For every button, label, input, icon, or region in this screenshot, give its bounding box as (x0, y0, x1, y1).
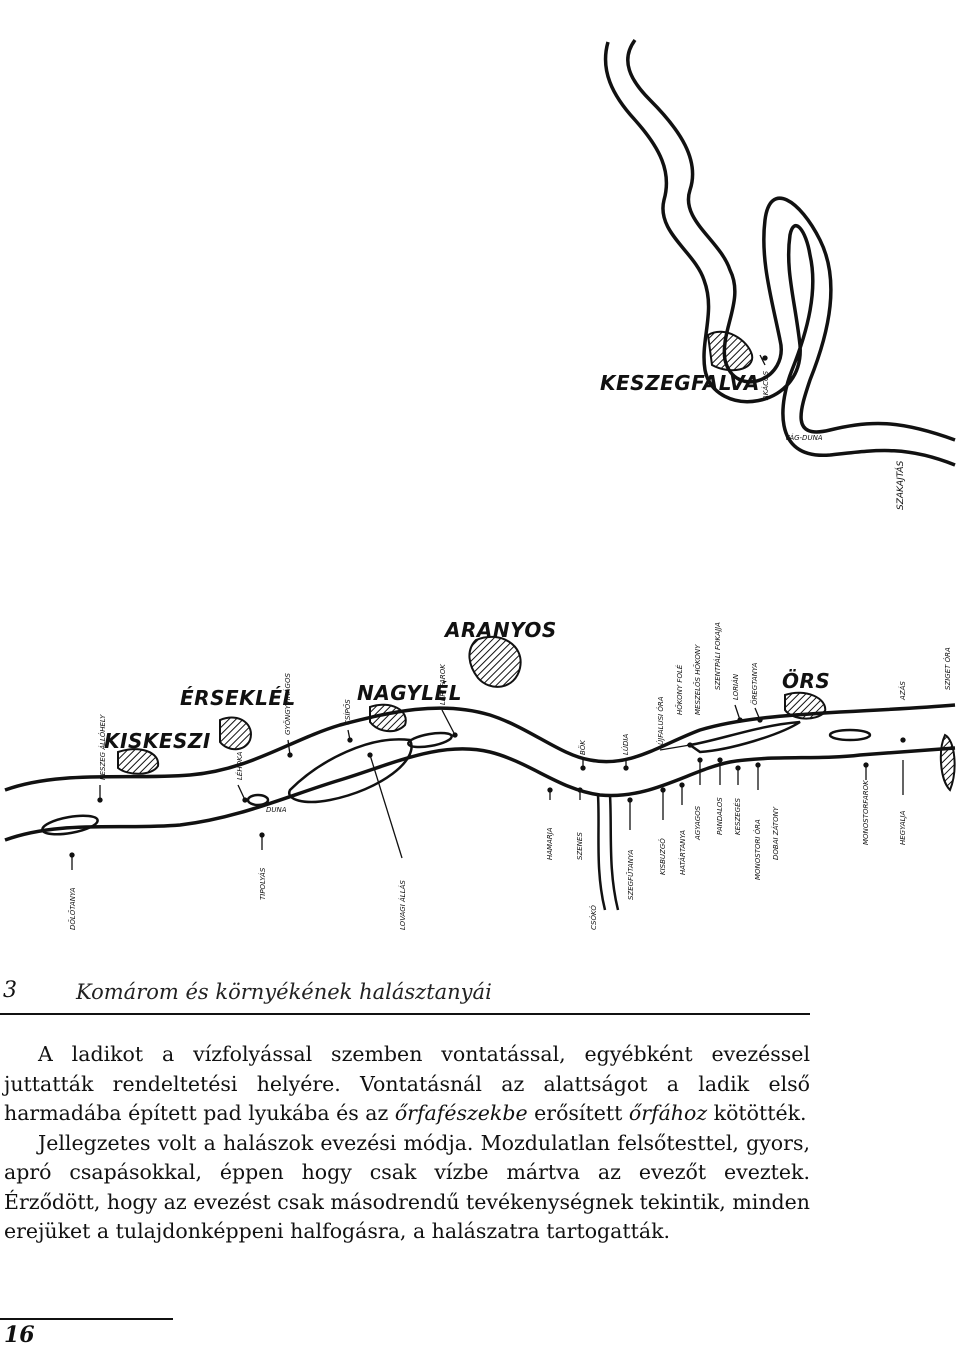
spot-szenes: SZENES (576, 832, 584, 860)
vag-duna-river (603, 38, 956, 467)
spot-csipos: CSÍPŐS (343, 699, 352, 725)
spot-labels: AKÁCOS SZAKAJTÁS KESZEG ÁLLÓHELY DŐLŐTAN… (68, 370, 952, 930)
spot-monostori-ora: MONOSTORI ÓRA (753, 819, 762, 880)
body-text: A ladikot a vízfolyással szemben vontatá… (4, 1040, 810, 1247)
spot-kisbuzgo: KISBUZGÓ (658, 838, 667, 875)
figure-title: Komárom és környékének halásztanyái (76, 980, 492, 1004)
label-kiskeszi: KISKESZI (104, 729, 211, 753)
spot-csoko: CSÓKÓ (589, 905, 598, 930)
spot-hatartanya: HATÁRTANYA (678, 830, 687, 875)
spot-ludia: LÚDIA (621, 734, 630, 755)
pointer-lines (69, 354, 906, 870)
spot-szakajtas: SZAKAJTÁS (894, 460, 906, 510)
spot-oregtanya: ÖREGTANYA (750, 662, 759, 705)
islands (41, 720, 872, 836)
settlements (117, 330, 956, 792)
place-labels: KESZEGFALVA ARANYOS ÉRSEKLÉL NAGYLÉL KIS… (104, 371, 830, 814)
footer-rule (0, 1318, 173, 1320)
label-ors: ÖRS (782, 669, 830, 693)
spot-szentpali-fokajja: SZENTPÁLI FOKAJJA (713, 622, 722, 690)
spot-azas: AZÁS (898, 681, 907, 701)
spot-dolotanya: DŐLŐTANYA (68, 887, 77, 930)
river-map: KESZEGFALVA ARANYOS ÉRSEKLÉL NAGYLÉL KIS… (4, 38, 956, 930)
spot-meszelos-hokony: MESZELŐS HŐKONY (693, 644, 702, 715)
spot-agyagos: AGYAGOS (694, 805, 702, 841)
spot-monostorfarok: MONOSTORFAROK (862, 779, 870, 845)
p1-part-c: kötötték. (707, 1101, 807, 1125)
spot-hamarja: HAMARJA (546, 827, 554, 860)
spot-lorian: LORIÁN (731, 673, 740, 700)
spot-hegyalja: HEGYALJA (899, 810, 907, 845)
spot-pandalos: PANDALOS (716, 797, 724, 835)
spot-akacos: AKÁCOS (761, 370, 770, 401)
paragraph-1: A ladikot a vízfolyással szemben vontatá… (4, 1040, 810, 1129)
spot-leri-farok: LÉRI FAROK (438, 663, 447, 705)
p1-part-a: A ladikot a vízfolyással szemben vontatá… (4, 1042, 810, 1125)
label-duna: DUNA (266, 806, 287, 814)
spot-dobai-zatony: DOBAI ZÁTONY (771, 806, 780, 860)
spot-tipolyas: TIPOLYÁS (258, 867, 267, 900)
spot-gyongyviragos: GYÖNGYVIRÁGOS (283, 673, 292, 735)
spot-ujfalusi-ora: ÚJFALUSI ÓRA (656, 696, 665, 745)
spot-hokony-fole: HŐKONY FOLÉ (675, 664, 684, 715)
term-orfa: őrfához (628, 1101, 708, 1125)
spot-lovagi-allas: LOVAGI ÁLLÁS (398, 880, 407, 930)
label-aranyos: ARANYOS (443, 618, 557, 642)
p1-part-b: erősített (527, 1101, 629, 1125)
figure-number: 3 (3, 978, 17, 1003)
label-vag-duna: VÁG-DUNA (785, 433, 823, 442)
label-keszegfalva: KESZEGFALVA (600, 371, 760, 395)
spot-keszeg-allohely: KESZEG ÁLLÓHELY (98, 714, 107, 780)
spot-keszeges: KESZEGÉS (733, 797, 742, 835)
spot-sziget-ora: SZIGET ÓRA (943, 647, 952, 690)
caption-rule (0, 1013, 810, 1015)
label-nagylel: NAGYLÉL (357, 681, 462, 705)
spot-lehoka: LÉHOKA (235, 751, 244, 780)
term-orfafeszek: őrfafészekbe (394, 1101, 528, 1125)
page-number: 16 (4, 1322, 35, 1348)
side-channels (596, 794, 620, 911)
figure-caption: 3 Komárom és környékének halásztanyái (0, 978, 960, 1008)
spot-szegfutanya: SZEGFŰTANYA (626, 849, 635, 900)
label-ersekle: ÉRSEKLÉL (180, 686, 296, 710)
spot-bok: BÖK (578, 739, 587, 755)
paragraph-2: Jellegzetes volt a halászok evezési módj… (4, 1130, 810, 1244)
